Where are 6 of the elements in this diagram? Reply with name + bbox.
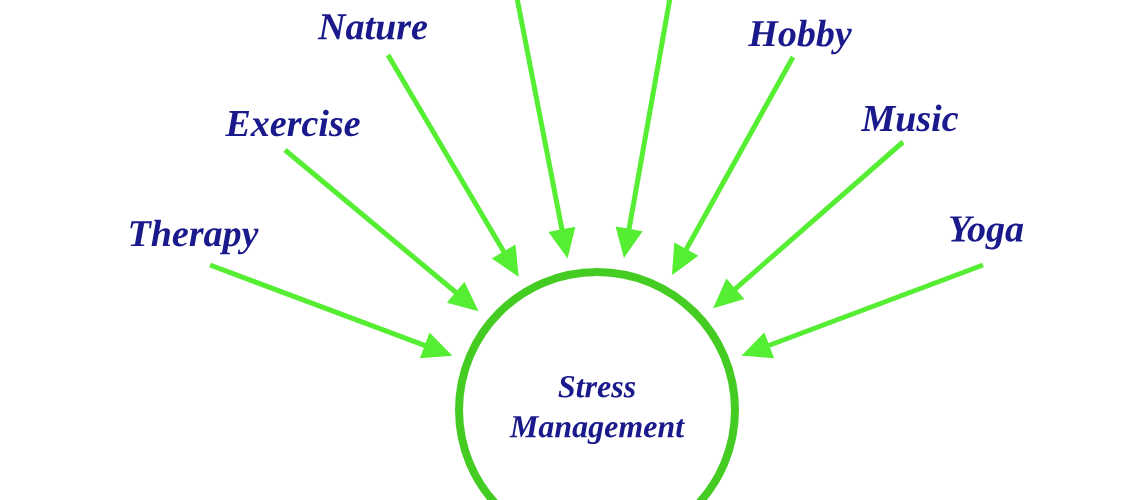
label-text: Hobby	[748, 19, 852, 55]
label-text: Music	[860, 104, 958, 132]
label-text: Yoga	[949, 216, 1024, 250]
label-text: Nature	[317, 14, 428, 40]
label-text: Therapy	[130, 219, 259, 255]
label-text: Exercise	[225, 109, 360, 137]
